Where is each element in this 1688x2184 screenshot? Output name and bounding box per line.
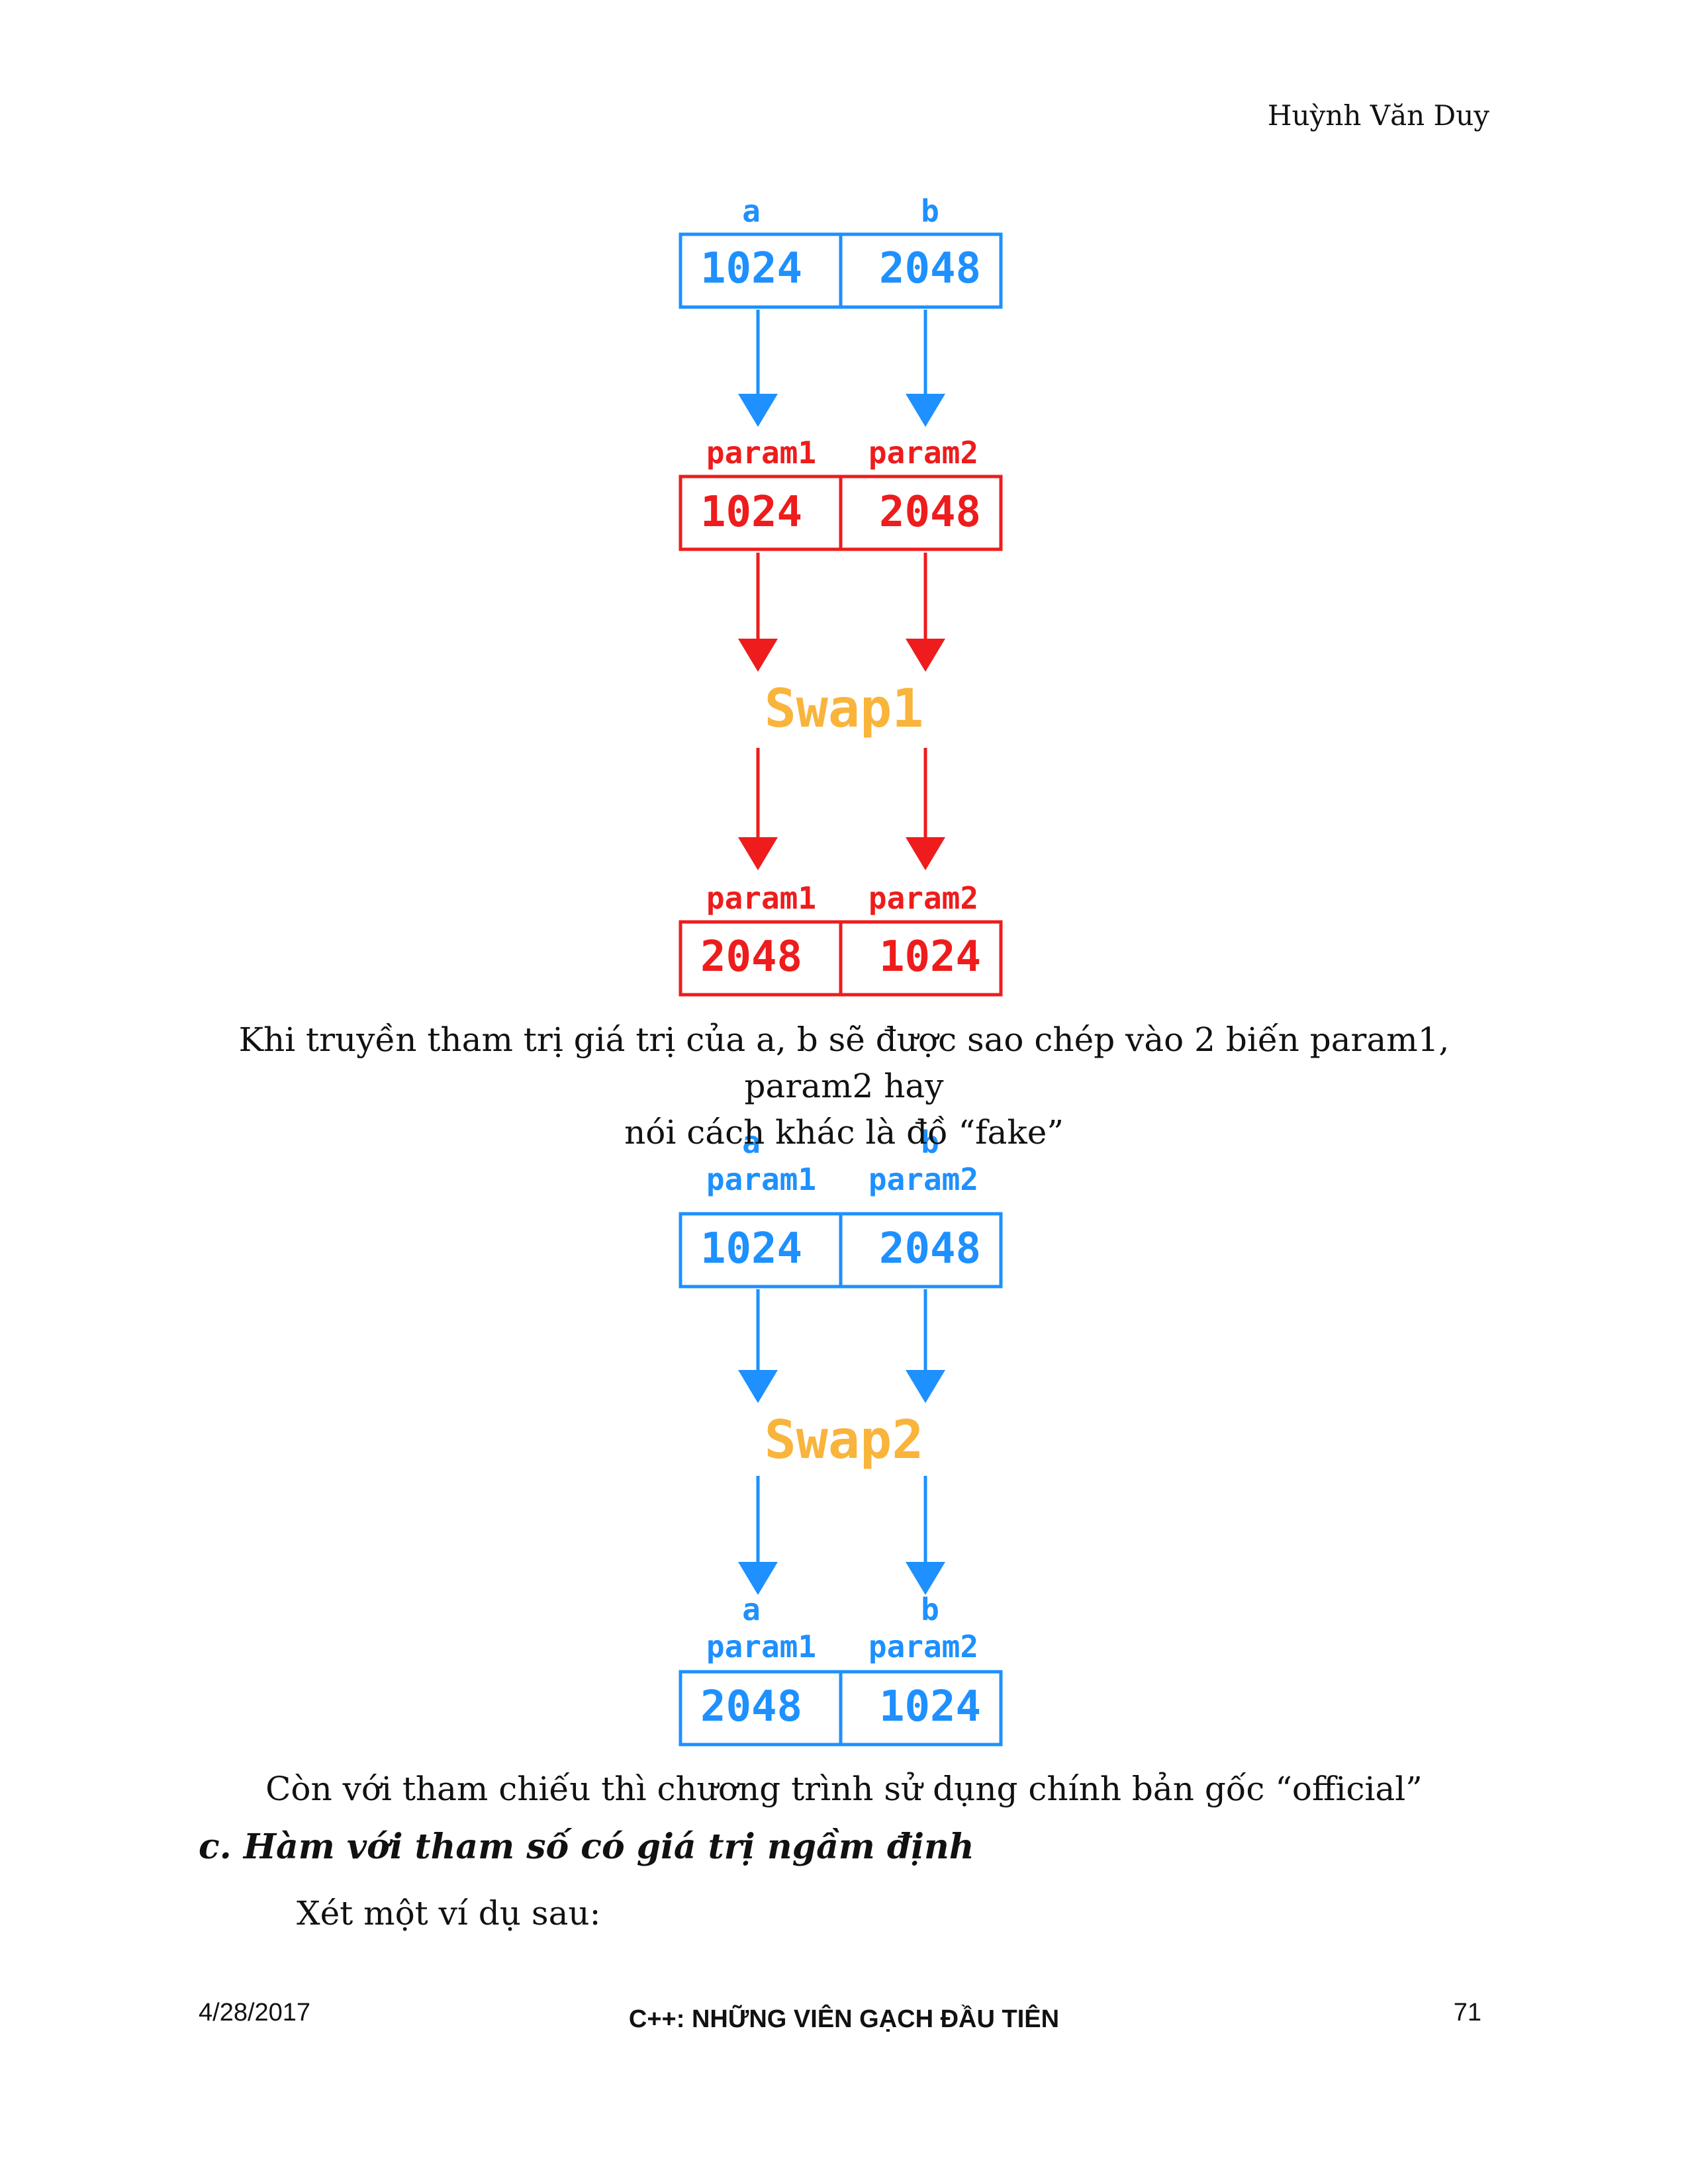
result-param1-value: 2048: [700, 933, 802, 981]
footer-page-number: 71: [1453, 1999, 1481, 2026]
ref-result-param-label-1: param1: [706, 1629, 816, 1664]
result-param-label-2: param2: [868, 880, 978, 916]
result-param-label-1: param1: [706, 880, 816, 916]
ref-var-label-a: a: [742, 1124, 761, 1160]
body-text: Xét một ví dụ sau:: [297, 1894, 601, 1933]
section-heading: c. Hàm với tham số có giá trị ngầm định: [199, 1827, 974, 1867]
value-a: 1024: [700, 244, 802, 293]
caption-pass-by-value: Khi truyền tham trị giá trị của a, b sẽ …: [185, 1017, 1503, 1156]
ref-result-value-b: 1024: [879, 1682, 981, 1731]
var-label-a: a: [742, 193, 761, 229]
ref-result-param-label-2: param2: [868, 1629, 978, 1664]
ref-var-label-b: b: [921, 1124, 939, 1160]
ref-result-var-label-a: a: [742, 1592, 761, 1627]
footer-date: 4/28/2017: [199, 1999, 311, 2026]
value-b: 2048: [879, 244, 981, 293]
param2-value: 2048: [879, 488, 981, 537]
ref-param-label-1: param1: [706, 1161, 816, 1197]
swap2-function-label: Swap2: [765, 1409, 924, 1471]
result-param2-value: 1024: [879, 933, 981, 981]
ref-param-label-2: param2: [868, 1161, 978, 1197]
caption-line-1: Khi truyền tham trị giá trị của a, b sẽ …: [238, 1021, 1450, 1105]
diagram1: a b 1024 2048 param1 param2 1024 2048 Sw…: [679, 193, 1003, 997]
param1-value: 1024: [700, 488, 802, 537]
caption-pass-by-reference: Còn với tham chiếu thì chương trình sử d…: [265, 1770, 1423, 1808]
param-label-1: param1: [706, 435, 816, 471]
caption-line-2: nói cách khác là đồ “fake”: [624, 1113, 1064, 1152]
header-author: Huỳnh Văn Duy: [1267, 99, 1489, 132]
diagram2: a b param1 param2 1024 2048 Swap2 a b pa…: [679, 1124, 1003, 1747]
ref-result-value-a: 2048: [700, 1682, 802, 1731]
ref-value-a: 1024: [700, 1224, 802, 1273]
ref-value-b: 2048: [879, 1224, 981, 1273]
param-label-2: param2: [868, 435, 978, 471]
swap1-function-label: Swap1: [765, 678, 924, 739]
footer-title: C++: NHỮNG VIÊN GẠCH ĐẦU TIÊN: [628, 2005, 1060, 2033]
var-label-b: b: [921, 193, 939, 229]
ref-result-var-label-b: b: [921, 1592, 939, 1627]
